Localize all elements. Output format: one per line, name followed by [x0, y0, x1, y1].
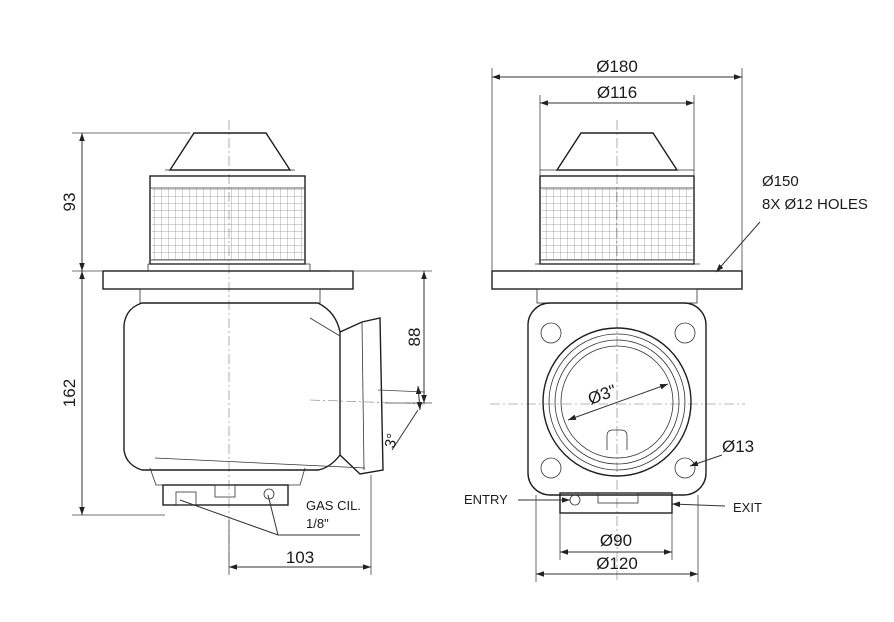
- side-flange: [102, 270, 354, 290]
- label-outer-dia: Ø180: [596, 57, 638, 76]
- corner-hole-icon: [674, 457, 696, 479]
- entry-port-icon: [569, 494, 581, 506]
- leader-bolt-circle: [715, 221, 761, 273]
- dim-angle-3: [415, 385, 423, 411]
- label-inner-dia: Ø116: [597, 83, 637, 102]
- label-holes: 8X Ø12 HOLES: [762, 196, 868, 213]
- side-top-cap: [168, 132, 292, 171]
- label-bolt-circle: Ø150: [762, 173, 799, 190]
- leader-exit: [671, 501, 726, 508]
- pipe-outer-circle: [542, 327, 692, 477]
- label-entry: ENTRY: [464, 492, 508, 507]
- label-height-162: 162: [60, 379, 79, 407]
- label-hole-dia: Ø13: [722, 437, 754, 456]
- dim-line-pipe: [567, 383, 669, 421]
- label-exit: EXIT: [733, 500, 762, 515]
- side-view: 93 162 88 3° 103 GAS CIL. 1/8": [60, 120, 432, 575]
- corner-hole-icon: [540, 322, 562, 344]
- corner-hole-icon: [540, 457, 562, 479]
- label-pipe-dia: Ø3": [585, 381, 618, 409]
- label-angle-3: 3°: [382, 432, 402, 450]
- label-gas-cil: GAS CIL.: [306, 498, 361, 513]
- label-bottom-outer: Ø120: [596, 554, 638, 573]
- label-height-88: 88: [405, 328, 424, 347]
- label-gas-size: 1/8": [306, 516, 329, 531]
- side-outlet: [339, 317, 384, 475]
- front-square-body: [527, 302, 707, 496]
- front-view: Ø180 Ø116 Ø150 8X Ø12 HOLES Ø3" Ø13 ENTR…: [464, 57, 868, 582]
- corner-hole-icon: [674, 322, 696, 344]
- side-tank-body: [123, 302, 341, 471]
- label-bottom-inner: Ø90: [600, 531, 632, 550]
- label-width-103: 103: [286, 548, 314, 567]
- leader-hole: [689, 454, 723, 467]
- label-height-93: 93: [60, 193, 79, 212]
- pipe-inner-circle: [560, 345, 674, 459]
